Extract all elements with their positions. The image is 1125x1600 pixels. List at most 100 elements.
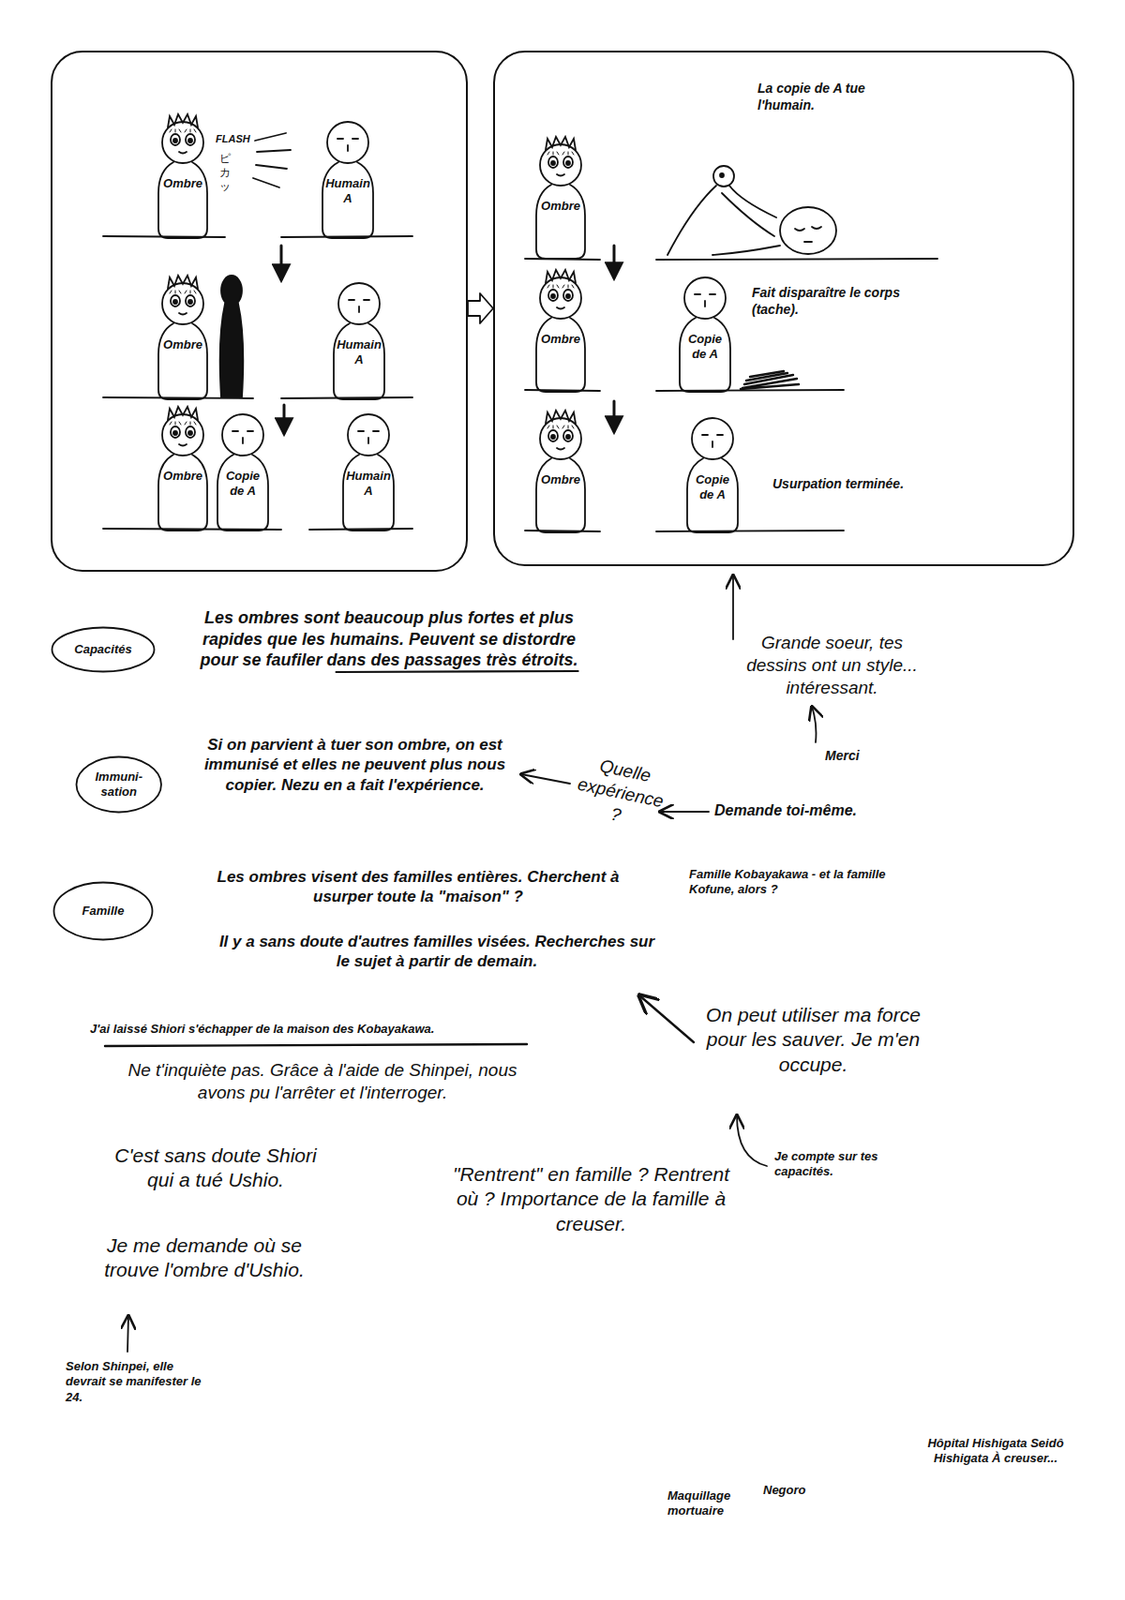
marker-note: Si on parvient à tuer son ombre, on est … (193, 735, 517, 795)
hollow-arrow (467, 293, 494, 324)
marker-note: Merci (825, 748, 891, 765)
marker-note: Les ombres sont beaucoup plus fortes et … (187, 607, 591, 672)
figure-outline (322, 121, 374, 239)
handwritten-reply: Quelle expérience ? (568, 750, 675, 835)
figure-box: Humain A (318, 114, 377, 239)
topic-label: Capacités (74, 642, 132, 658)
figure-label: Ombre (163, 468, 203, 484)
down-arrow (280, 245, 284, 280)
flash-rays (253, 133, 291, 188)
figure-outline (158, 406, 208, 531)
figure-outline (536, 136, 585, 259)
figure-outline (679, 277, 731, 392)
stain (740, 371, 799, 390)
leader-arrow (521, 774, 570, 784)
panel-note: FLASH (215, 133, 263, 147)
figure-box: Ombre (532, 136, 589, 259)
leader-arrow (660, 810, 709, 813)
figure-outline (333, 283, 385, 400)
ground-line (103, 236, 413, 238)
ground-line (525, 530, 844, 532)
figure-box: Ombre (154, 275, 211, 400)
figure-outline (687, 418, 738, 533)
figure-outline (217, 414, 269, 531)
figure-label: Copie de A (679, 331, 731, 363)
shape-outline (683, 410, 742, 533)
figure-box: Ombre (154, 114, 211, 239)
figure-label: Humain A (333, 337, 385, 369)
ground-line (103, 528, 413, 530)
leader-arrow (736, 1115, 767, 1167)
panel-note: La copie de A tue l'humain. (757, 80, 899, 114)
sketch-strokes (103, 133, 938, 1352)
figure-box: Humain A (330, 275, 389, 400)
topic-oval: Capacités (50, 626, 156, 674)
handwritten-reply: On peut utiliser ma force pour les sauve… (698, 1003, 929, 1078)
figure-label: Ombre (540, 472, 581, 488)
figure-box: Copie de A (683, 410, 742, 533)
figure-outline (536, 410, 585, 533)
figure-outline (536, 270, 585, 392)
leader-arrow (811, 706, 817, 743)
figure-label: Humain A (322, 176, 374, 208)
underline (336, 671, 579, 673)
marker-note: Il y a sans doute d'autres familles visé… (211, 931, 662, 973)
figure-box: Copie de A (213, 406, 272, 531)
sketch-panel: La copie de A tue l'humain. Fait disparaî… (493, 50, 1075, 567)
victim-body (712, 245, 780, 255)
sketch-panel: FLASHピカッOmbreHumain AOmbreHumain AOmbreC… (50, 50, 468, 572)
topic-oval: Famille (52, 881, 154, 942)
shape-outline (532, 410, 589, 533)
topic-label: Famille (82, 903, 125, 919)
marker-note: Je compte sur tes capacités. (774, 1149, 915, 1181)
handwritten-reply: Je me demande où se trouve l'ombre d'Ush… (82, 1233, 327, 1284)
leader-arrow (732, 575, 735, 640)
figure-label: Ombre (163, 337, 203, 353)
shape-outline (532, 136, 589, 259)
handwritten-reply: Ne t'inquiète pas. Grâce à l'aide de Shi… (116, 1059, 529, 1105)
topic-oval: Immuni- sation (75, 755, 164, 814)
marker-note: Les ombres visent des familles entières.… (193, 867, 644, 908)
figure-outline (158, 275, 208, 400)
figure-label: Ombre (540, 198, 581, 214)
leader-arrow (639, 995, 694, 1043)
figure-outline (343, 414, 394, 531)
leader-arrow (127, 1316, 129, 1352)
down-arrow (613, 401, 616, 432)
shape-outline (532, 270, 589, 392)
figure-box: Ombre (532, 410, 589, 533)
attacker-body (667, 185, 777, 255)
marker-note: Negoro (763, 1483, 839, 1499)
figure-label: Ombre (540, 331, 581, 347)
handwritten-reply: Grande soeur, tes dessins ont un style..… (740, 631, 924, 699)
figure-label: Humain A (343, 468, 394, 500)
down-arrow (613, 245, 616, 278)
marker-note: J'ai laissé Shiori s'échapper de la mais… (90, 1021, 625, 1037)
marker-note: Famille Kobayakawa - et la famille Kofun… (689, 867, 910, 899)
marker-note: Selon Shinpei, elle devrait se manifeste… (65, 1359, 216, 1406)
figure-outline (158, 114, 208, 239)
marker-note: Hôpital Hishigata Seidô Hishigata À creu… (911, 1436, 1080, 1468)
panel-note: Usurpation terminée. (772, 476, 914, 494)
ground-line (525, 258, 938, 260)
marker-note: Maquillage mortuaire (667, 1488, 762, 1520)
down-arrow (283, 405, 286, 434)
panel-note: Fait disparaître le corps (tache). (751, 285, 902, 318)
figure-label: Copie de A (217, 468, 269, 500)
figure-label: Copie de A (687, 472, 738, 504)
figure-box: Humain A (339, 406, 398, 531)
handwritten-reply: C'est sans doute Shiori qui a tué Ushio. (103, 1143, 329, 1194)
attacker-head (713, 165, 735, 187)
handwritten-reply: "Rentrent" en famille ? Rentrent où ? Im… (448, 1162, 735, 1237)
victim-head (780, 207, 837, 255)
figure-box: Copie de A (675, 270, 735, 392)
figure-box: Ombre (154, 406, 211, 531)
sound-effect: ピカッ (219, 151, 231, 195)
figure-label: Ombre (163, 176, 203, 192)
underline-group (336, 671, 579, 673)
topic-label: Immuni- sation (86, 769, 152, 801)
shape-outline (675, 270, 735, 392)
victim-face (795, 226, 822, 242)
underline (105, 1044, 527, 1047)
